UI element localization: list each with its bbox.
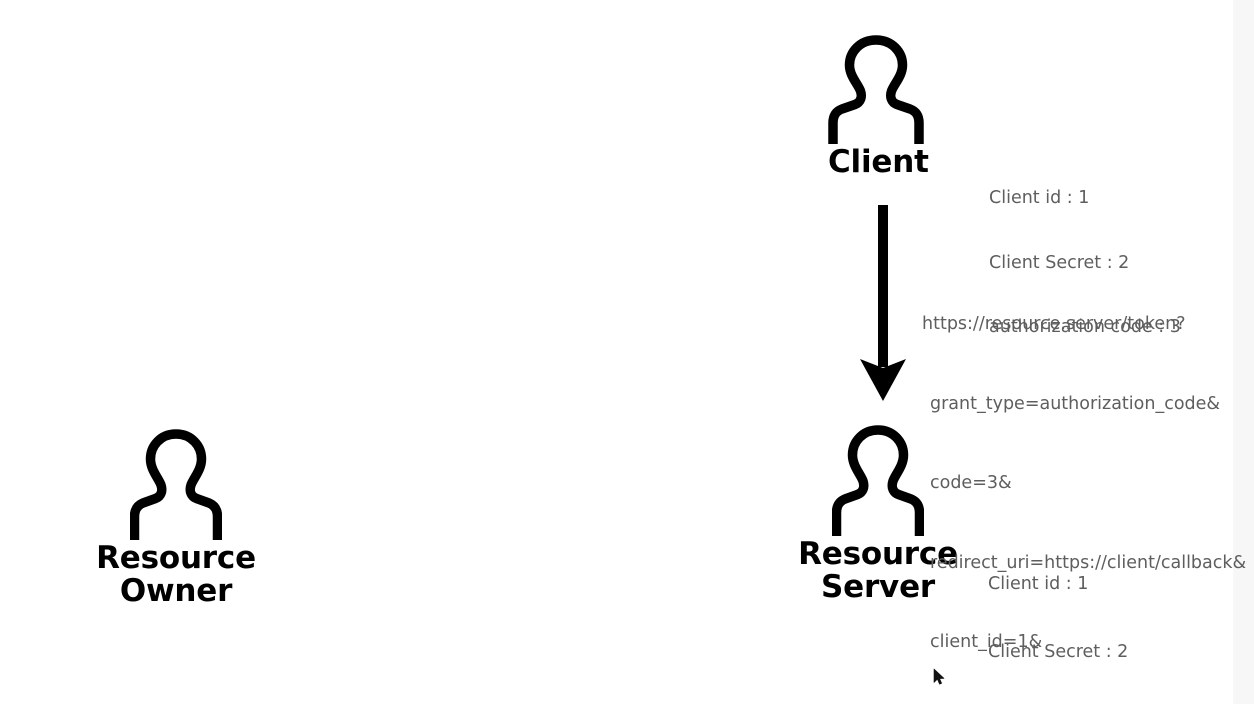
annotation-client-credentials: Client id : 1 Client Secret : 2 authoriz… [989, 145, 1181, 382]
annotation-line: redirect_uri=https://client/callback& [930, 552, 1247, 573]
person-icon [832, 425, 924, 536]
annotation-resource-server-records: Client id : 1 Client Secret : 2 redirect… [988, 528, 1201, 704]
annotation-line: authorization code : 3 [989, 317, 1181, 337]
down-arrow-icon [860, 205, 906, 401]
annotation-line: Client id : 1 [988, 574, 1089, 594]
annotation-line: grant_type=authorization_code& [930, 393, 1221, 414]
actor-client-label: Client [828, 144, 929, 180]
actor-client: Client [828, 34, 929, 180]
annotation-line: Client id : 1 [989, 188, 1090, 208]
annotation-line: client_id=1& [930, 632, 1043, 652]
right-edge-scrollbar-track[interactable] [1233, 0, 1254, 704]
annotation-line: code=3& [930, 473, 1012, 493]
annotation-line: Client Secret : 2 [989, 252, 1130, 273]
actor-resource-server: Resource Server [798, 424, 993, 605]
mouse-pointer-icon [933, 668, 945, 685]
actor-resource-owner: Resource Owner [96, 428, 291, 609]
annotation-line: Client Secret : 2 [988, 641, 1129, 662]
person-icon [828, 35, 924, 144]
annotation-token-request: https://resource.server/token? grant_typ… [922, 258, 1246, 704]
annotation-line: https://resource.server/token? [922, 314, 1186, 334]
actor-resource-owner-label: Resource Owner [96, 540, 256, 610]
actor-resource-server-label: Resource Server [798, 536, 958, 606]
person-icon [130, 429, 222, 540]
